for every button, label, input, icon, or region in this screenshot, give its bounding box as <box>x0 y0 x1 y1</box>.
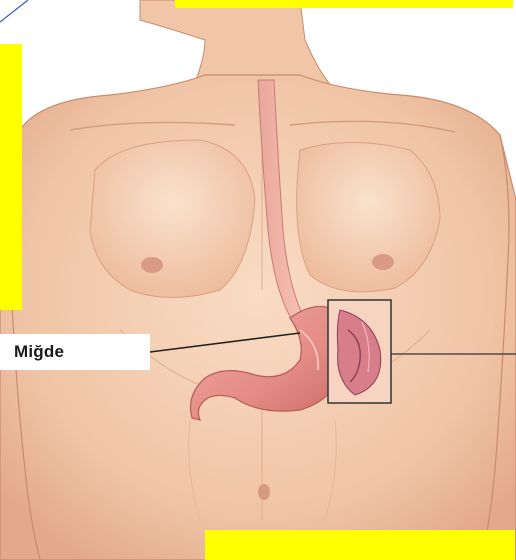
right-nipple <box>372 254 394 270</box>
right-pectoral <box>297 143 440 292</box>
mask-bottom <box>205 530 515 560</box>
corner-line <box>0 0 28 22</box>
mask-top <box>175 0 513 8</box>
left-nipple <box>141 257 163 273</box>
torso <box>0 75 516 560</box>
left-pectoral <box>90 140 255 298</box>
stomach-label: Miğde <box>14 342 64 362</box>
navel <box>258 484 270 500</box>
mask-left <box>0 44 22 310</box>
